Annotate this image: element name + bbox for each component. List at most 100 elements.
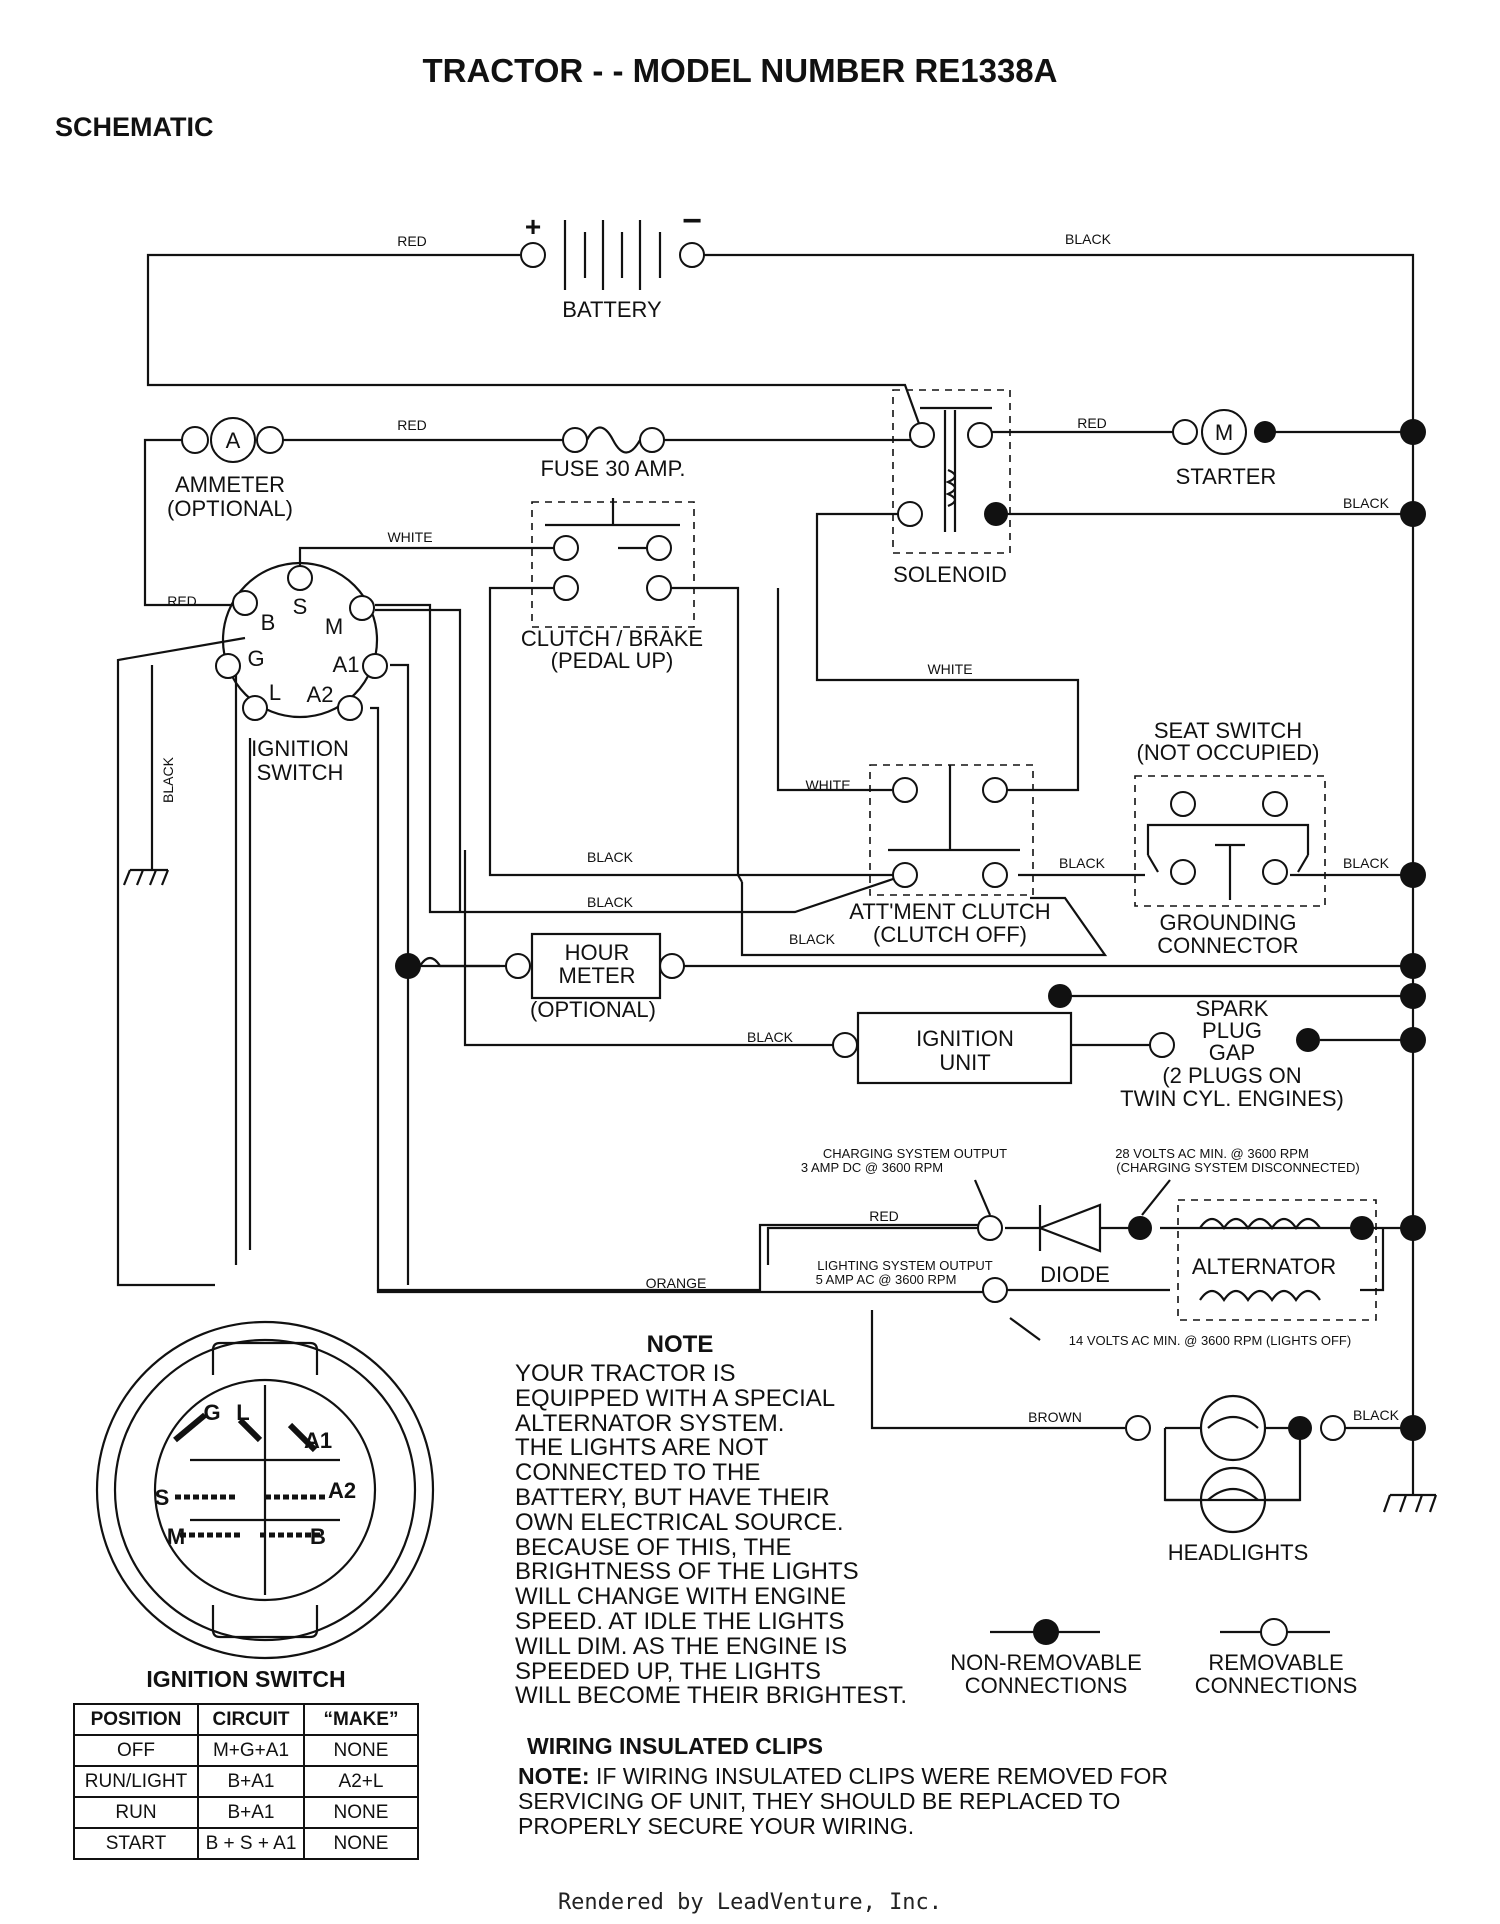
clutch-brake-label: CLUTCH / BRAKE [521,626,703,651]
terminal-m: M [325,614,343,639]
table-cell: B+A1 [197,1765,305,1798]
wire-brown-headlights: BROWN [1028,1409,1082,1425]
grounding-connector-sublabel: CONNECTOR [1157,933,1298,958]
terminal-l: L [269,680,281,705]
footer: Rendered by LeadVenture, Inc. [557,1890,943,1915]
table-cell: RUN [73,1796,199,1829]
table-header-position: POSITION [73,1703,199,1736]
ignition-switch-label: IGNITION [251,736,349,761]
ignition-unit-label-2: UNIT [939,1050,990,1075]
wires [116,253,1415,1502]
table-cell: B + S + A1 [197,1827,305,1860]
schematic-heading: SCHEMATIC [55,112,214,142]
wire-white-ignition: WHITE [387,529,432,545]
wiring-clips-note-text: IF WIRING INSULATED CLIPS WERE REMOVED F… [518,1763,1169,1839]
terminal-g: G [247,646,264,671]
attment-clutch-sublabel: (CLUTCH OFF) [873,922,1027,947]
ammeter-symbol: A [226,428,241,453]
detail-letter-l: L [236,1400,249,1425]
wiring-clips-title: WIRING INSULATED CLIPS [527,1733,824,1759]
volts-14-label: 14 VOLTS AC MIN. @ 3600 RPM (LIGHTS OFF) [1069,1333,1351,1348]
ignition-unit: IGNITION UNIT BLACK SPARK PLUG GAP (2 PL… [747,984,1344,1111]
charging-output-sublabel: 3 AMP DC @ 3600 RPM [801,1160,943,1175]
note-title: NOTE [647,1331,714,1358]
grounding-connector-label: GROUNDING [1160,910,1297,935]
table-cell: NONE [303,1796,419,1829]
ammeter-label: AMMETER [175,472,285,497]
wire-black-clutch-off: BLACK [789,931,836,947]
fuse: FUSE 30 AMP. [540,426,686,481]
table-row: RUN B+A1 NONE [73,1796,419,1829]
ammeter-optional: (OPTIONAL) [167,496,293,521]
legend-removable-2: CONNECTIONS [1195,1673,1358,1698]
starter: M STARTER RED BLACK [1077,409,1390,511]
lighting-output-sublabel: 5 AMP AC @ 3600 RPM [816,1272,957,1287]
table-cell: OFF [73,1734,199,1767]
table-row: START B + S + A1 NONE [73,1827,419,1860]
starter-label: STARTER [1176,464,1277,489]
starter-symbol: M [1215,420,1233,445]
wire-black-battery: BLACK [1065,231,1112,247]
ignition-switch-detail: G L A1 S A2 M B IGNITION SWITCH [95,1320,435,1692]
wire-black-clutch-1: BLACK [587,849,634,865]
wire-black-solenoid: BLACK [1343,495,1390,511]
seat-switch-label: SEAT SWITCH [1154,718,1302,743]
spark-plug-label-4: (2 PLUGS ON [1162,1063,1301,1088]
fuse-label: FUSE 30 AMP. [540,456,685,481]
attment-clutch-label: ATT'MENT CLUTCH [849,899,1050,924]
charging-system: CHARGING SYSTEM OUTPUT 3 AMP DC @ 3600 R… [646,1146,1377,1348]
clutch-brake-switch: CLUTCH / BRAKE (PEDAL UP) WHITE [387,498,703,673]
ammeter: A AMMETER (OPTIONAL) RED [167,417,427,521]
wire-black-ground: BLACK [160,756,176,803]
charging-output-label: CHARGING SYSTEM OUTPUT [823,1146,1007,1161]
legend-non-removable: NON-REMOVABLE [950,1650,1142,1675]
ignition-switch-label-2: SWITCH [257,760,344,785]
detail-letter-s: S [155,1485,170,1510]
battery-plus-sign: + [525,211,541,242]
spark-plug-label: SPARK [1196,996,1269,1021]
wire-red-charging: RED [869,1208,899,1224]
table-cell: B+A1 [197,1796,305,1829]
hour-meter: HOUR METER (OPTIONAL) [395,932,685,1022]
junction-dots [1400,419,1426,1441]
detail-letter-b: B [310,1524,326,1549]
legend-removable: REMOVABLE [1208,1650,1343,1675]
connection-legend: NON-REMOVABLE CONNECTIONS REMOVABLE CONN… [950,1618,1358,1698]
terminal-s: S [293,594,308,619]
wire-white-attment: WHITE [805,777,850,793]
spark-plug-label-2: PLUG [1202,1018,1262,1043]
table-row: RUN/LIGHT B+A1 A2+L [73,1765,419,1798]
table-cell: NONE [303,1827,419,1860]
seat-switch: SEAT SWITCH (NOT OCCUPIED) GROUNDING CON… [1134,718,1390,958]
hour-meter-label: HOUR [565,940,630,965]
detail-letter-a1: A1 [304,1428,332,1453]
headlights-label: HEADLIGHTS [1168,1540,1309,1565]
diode-label: DIODE [1040,1262,1110,1287]
wire-red-starter: RED [1077,415,1107,431]
table-cell: RUN/LIGHT [73,1765,199,1798]
wire-black-headlights: BLACK [1353,1407,1400,1423]
wire-orange-lighting: ORANGE [646,1275,707,1291]
detail-letter-g: G [203,1400,220,1425]
seat-switch-sublabel: (NOT OCCUPIED) [1137,740,1320,765]
ignition-unit-label: IGNITION [916,1026,1014,1051]
hour-meter-optional: (OPTIONAL) [530,997,656,1022]
detail-letter-a2: A2 [328,1478,356,1503]
wire-black-clutch-2: BLACK [587,894,634,910]
lighting-output-label: LIGHTING SYSTEM OUTPUT [817,1258,993,1273]
note-body: YOUR TRACTOR IS EQUIPPED WITH A SPECIAL … [515,1360,908,1710]
wire-white-solenoid: WHITE [927,661,972,677]
table-row: OFF M+G+A1 NONE [73,1734,419,1767]
wiring-clips-note-label: NOTE: [518,1763,590,1789]
detail-letter-m: M [167,1524,185,1549]
attment-clutch-switch: ATT'MENT CLUTCH (CLUTCH OFF) WHITE WHITE… [587,661,1106,947]
volts-28-label: 28 VOLTS AC MIN. @ 3600 RPM [1115,1146,1309,1161]
clutch-brake-sublabel: (PEDAL UP) [551,648,674,673]
wire-black-ignition-unit: BLACK [747,1029,794,1045]
spark-plug-label-3: GAP [1209,1040,1255,1065]
table-header-make: “MAKE” [303,1703,419,1736]
wire-red-ignition: RED [167,593,197,609]
ignition-detail-title: IGNITION SWITCH [146,1666,345,1692]
spark-plug-label-5: TWIN CYL. ENGINES) [1120,1086,1344,1111]
